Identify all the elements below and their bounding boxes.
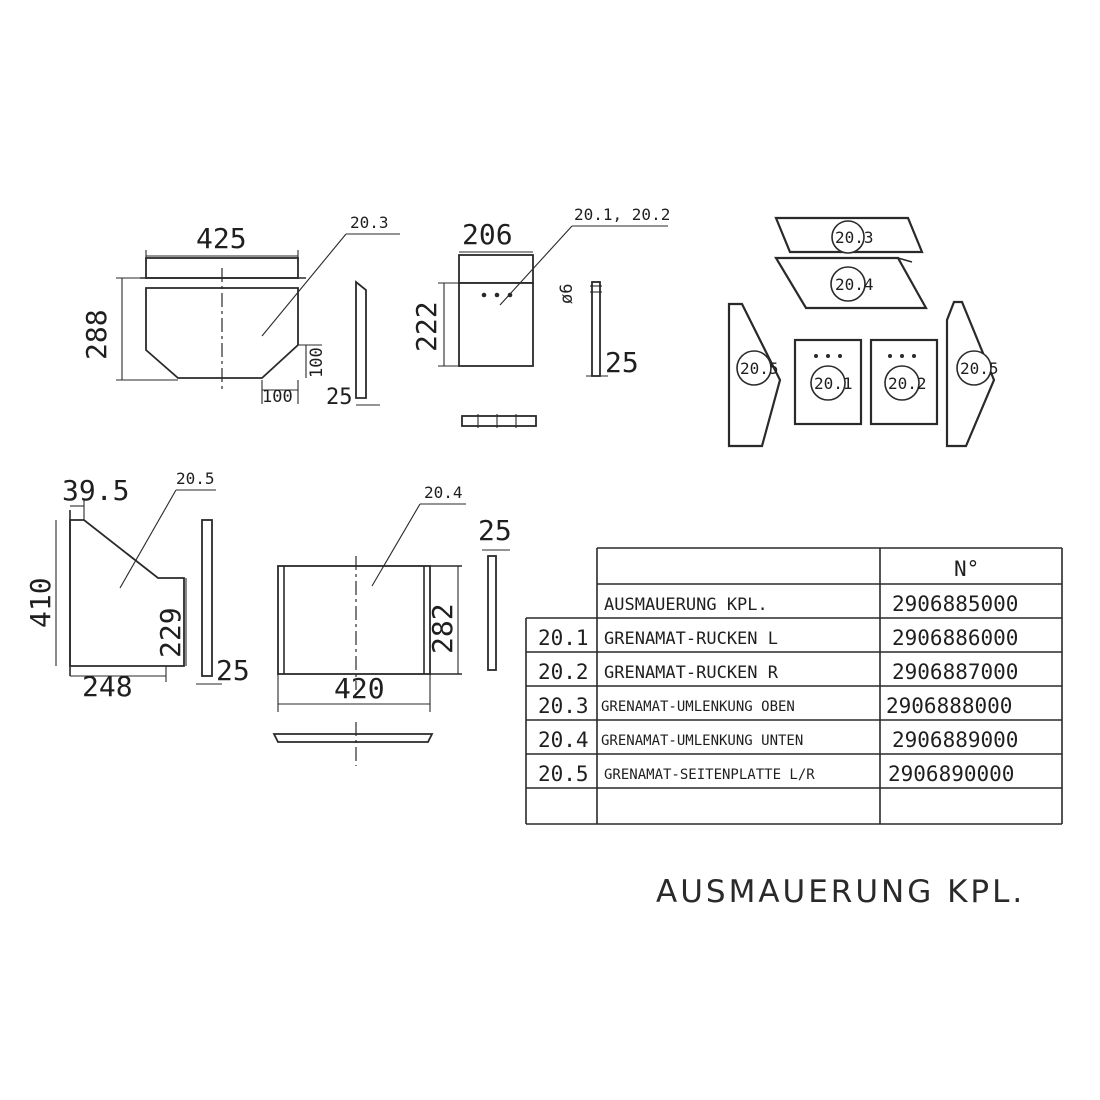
iso-badge-20-1 — [810, 365, 846, 401]
table-row: 20.4 GRENAMAT-UMLENKUNG UNTEN 2906889000 — [538, 728, 1018, 752]
part-20-1-bottom-profile — [461, 415, 537, 427]
dim-20-3-width: 425 — [196, 222, 247, 255]
table-cell-article: 2906887000 — [892, 660, 1018, 684]
table-cell-name: GRENAMAT-UMLENKUNG UNTEN — [601, 733, 803, 749]
iso-badge-20-1-text: 20.1 — [814, 374, 853, 393]
table-cell-num: 20.2 — [538, 660, 589, 684]
iso-badge-20-2 — [884, 365, 920, 401]
table-cell-name: GRENAMAT-RUCKEN L — [604, 629, 778, 649]
table-cell-article: 2906889000 — [892, 728, 1018, 752]
table-row: 20.1 GRENAMAT-RUCKEN L 2906886000 — [538, 626, 1018, 650]
table-cell-num: 20.1 — [538, 626, 589, 650]
part-20-3-side-profile — [355, 280, 367, 399]
dim-20-3-cut-h: 100 — [262, 387, 293, 407]
part-20-3-body — [145, 287, 299, 379]
part-20-1-drawing: 206 222 20.1, 20.2 ø6 25 — [410, 205, 670, 428]
part-20-1-side-profile — [591, 281, 601, 377]
table-cell-num: 20.3 — [538, 694, 589, 718]
iso-badge-20-3 — [831, 220, 865, 254]
table-header-number: N° — [954, 557, 979, 581]
label-20-3: 20.3 — [350, 213, 389, 232]
part-20-5-side-profile — [201, 519, 213, 677]
table-cell-name: GRENAMAT-UMLENKUNG OBEN — [601, 699, 795, 715]
dim-20-3-cut-v: 100 — [307, 347, 327, 378]
table-cell-num: 20.5 — [538, 762, 589, 786]
iso-badge-20-5-left-text: 20.5 — [740, 359, 779, 378]
iso-badge-20-4-text: 20.4 — [835, 275, 874, 294]
table-cell-article: 2906886000 — [892, 626, 1018, 650]
dim-20-1-height: 222 — [410, 301, 443, 352]
drawing-title: AUSMAUERUNG KPL. — [656, 874, 1025, 910]
table-row: 20.3 GRENAMAT-UMLENKUNG OBEN 2906888000 — [538, 694, 1012, 718]
table-row: AUSMAUERUNG KPL. 2906885000 — [604, 592, 1018, 616]
dim-20-5-top: 39.5 — [62, 474, 129, 507]
iso-badge-20-5-right-text: 20.5 — [960, 359, 999, 378]
label-20-1-20-2: 20.1, 20.2 — [574, 205, 670, 224]
part-20-4-drawing: 282 420 20.4 25 — [272, 483, 512, 766]
dim-20-3-thickness: 25 — [326, 385, 353, 410]
dim-20-5-height: 410 — [24, 577, 57, 628]
iso-badge-20-2-text: 20.2 — [888, 374, 927, 393]
iso-badge-20-4 — [830, 266, 866, 302]
dim-20-1-thickness: 25 — [605, 346, 639, 379]
part-20-1-top — [458, 254, 534, 284]
part-20-4-bottom-profile — [272, 733, 434, 743]
table-row: 20.5 GRENAMAT-SEITENPLATTE L/R 290689000… — [538, 762, 1014, 786]
iso-badge-20-5-left — [736, 350, 772, 386]
table-cell-article: 2906890000 — [888, 762, 1014, 786]
part-20-4-side-profile — [487, 555, 497, 671]
part-20-3-drawing: 425 288 20.3 100 100 25 — [80, 213, 400, 410]
iso-badge-20-5-right — [956, 350, 992, 386]
isometric-assembly: 20.3 20.4 20.5 20.5 20.1 20.2 — [727, 216, 999, 448]
label-20-4: 20.4 — [424, 483, 463, 502]
dim-20-4-thickness: 25 — [478, 514, 512, 547]
part-20-4-body — [277, 565, 431, 675]
label-20-5: 20.5 — [176, 469, 215, 488]
dim-20-1-width: 206 — [462, 218, 513, 251]
iso-badge-20-3-text: 20.3 — [835, 228, 874, 247]
table-cell-name: GRENAMAT-SEITENPLATTE L/R — [604, 767, 815, 783]
dim-20-1-hole: ø6 — [557, 284, 577, 304]
parts-table: N° AUSMAUERUNG KPL. 2906885000 20.1 GREN… — [525, 547, 1063, 825]
dim-20-5-inner: 229 — [154, 607, 187, 658]
table-cell-article: 2906885000 — [892, 592, 1018, 616]
dim-20-4-height: 282 — [426, 603, 459, 654]
dim-20-4-width: 420 — [334, 672, 385, 705]
table-row: 20.2 GRENAMAT-RUCKEN R 2906887000 — [538, 660, 1018, 684]
dim-20-3-height: 288 — [80, 309, 113, 360]
part-20-5-drawing: 39.5 410 20.5 229 248 25 — [24, 469, 250, 703]
dim-20-5-bottom: 248 — [82, 670, 133, 703]
dim-20-5-thickness: 25 — [216, 654, 250, 687]
table-cell-name: AUSMAUERUNG KPL. — [604, 595, 768, 615]
table-cell-num: 20.4 — [538, 728, 589, 752]
table-cell-name: GRENAMAT-RUCKEN R — [604, 663, 779, 683]
table-cell-article: 2906888000 — [886, 694, 1012, 718]
